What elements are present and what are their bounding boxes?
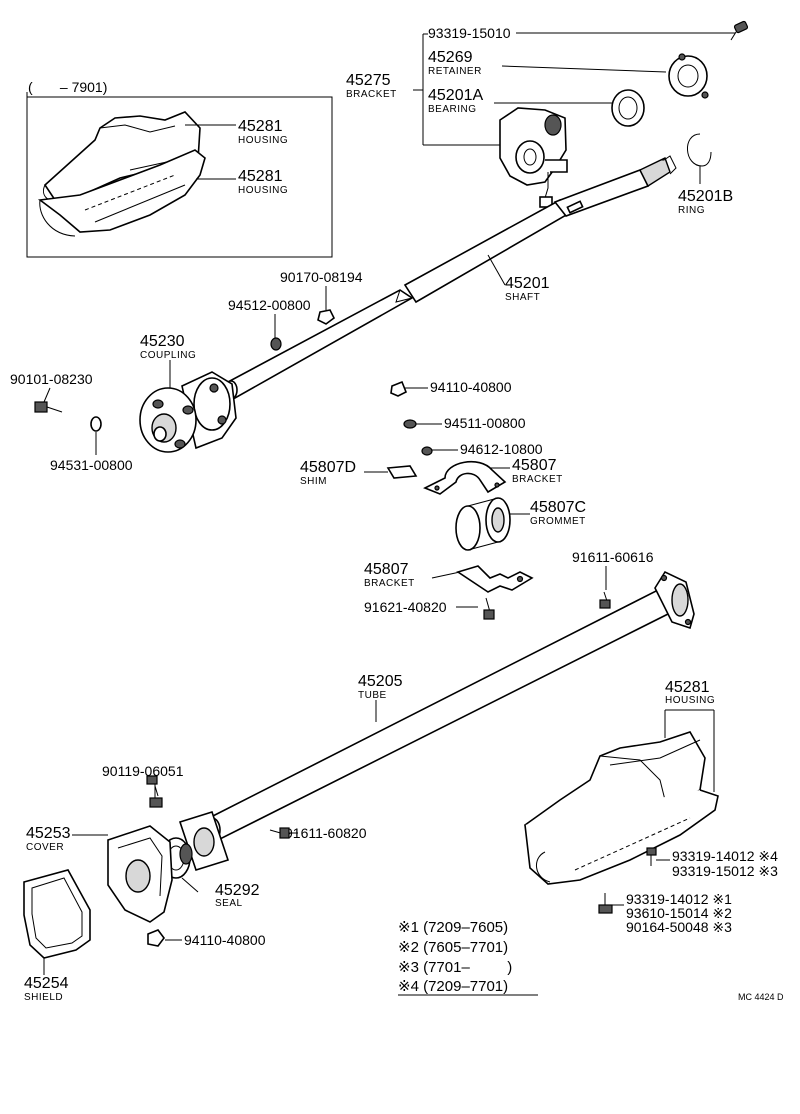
bracket-casting-drawing — [499, 107, 568, 208]
housing-lower-drawing — [37, 149, 206, 237]
label-housing-b: HOUSING — [238, 185, 288, 196]
nut-94531-drawing — [90, 416, 102, 432]
bracket-45807-lower-drawing — [456, 565, 534, 593]
label-45205: 45205 — [358, 673, 403, 690]
label-housing-c: HOUSING — [665, 695, 715, 706]
inset-date-range: ( – 7901) — [28, 79, 107, 95]
housing-lower-right-drawing — [523, 731, 719, 885]
label-45275: 45275 — [346, 72, 391, 89]
nut-94110-top-drawing — [390, 380, 408, 397]
inset-housing-box: ( – 7901) 45281 HOUSING 45281 HOUSING — [26, 79, 333, 258]
bolt-91621-drawing — [483, 597, 495, 620]
label-45807c: 45807C — [530, 499, 586, 516]
label-94512-00800: 94512-00800 — [228, 297, 311, 313]
label-45201a: 45201A — [428, 87, 483, 104]
bracket-45807-upper-drawing — [423, 461, 507, 495]
label-45254: 45254 — [24, 975, 69, 992]
label-45281-a: 45281 — [238, 118, 283, 135]
label-93319-14012-4: 93319-14012 ※4 — [672, 848, 778, 864]
date-legend: ※1 (7209–7605) ※2 (7605–7701) ※3 (7701– … — [398, 919, 538, 996]
screw-93319-15010-drawing — [730, 20, 749, 41]
washer-94612-drawing — [421, 446, 433, 456]
label-seal: SEAL — [215, 898, 243, 909]
diagram-code: MC 4424 D — [738, 992, 784, 1002]
label-90170-08194: 90170-08194 — [280, 269, 363, 285]
label-93319-14012-1: 93319-14012 ※1 — [626, 891, 732, 907]
bearing-drawing — [611, 89, 645, 127]
label-shield: SHIELD — [24, 992, 63, 1003]
legend-item-4: ※4 (7209–7701) — [398, 978, 508, 995]
ring-drawing — [687, 133, 712, 167]
label-bracket-b: BRACKET — [364, 578, 415, 589]
bracket-group: 45275 BRACKET 93319-15010 45269 RETAINER… — [346, 20, 749, 216]
label-45230: 45230 — [140, 333, 185, 350]
label-94531-00800: 94531-00800 — [50, 457, 133, 473]
retainer-drawing — [668, 53, 709, 99]
label-94612-10800: 94612-10800 — [460, 441, 543, 457]
steering-shaft-drawing — [224, 155, 677, 400]
label-bracket-top: BRACKET — [346, 89, 397, 100]
label-coupling: COUPLING — [140, 350, 196, 361]
label-45201: 45201 — [505, 275, 550, 292]
label-45807-a: 45807 — [512, 457, 557, 474]
label-90101-08230: 90101-08230 — [10, 371, 93, 387]
label-93319-15012-3: 93319-15012 ※3 — [672, 863, 778, 879]
label-ring: RING — [678, 205, 705, 216]
label-45807-b: 45807 — [364, 561, 409, 578]
bolt-91611-60616-drawing — [599, 591, 611, 609]
washer-94511-drawing — [403, 419, 417, 429]
label-91611-60820: 91611-60820 — [285, 825, 367, 841]
screw-93319-14012-drawing — [646, 847, 657, 866]
bolt-90119-drawing — [146, 775, 163, 808]
label-45269: 45269 — [428, 49, 473, 66]
label-grommet: GROMMET — [530, 516, 586, 527]
label-90164-50048-3: 90164-50048 ※3 — [626, 919, 732, 935]
label-94511-00800: 94511-00800 — [444, 415, 526, 431]
label-91611-60616: 91611-60616 — [572, 549, 654, 565]
coupling-drawing — [139, 371, 237, 453]
label-cover: COVER — [26, 842, 64, 853]
label-shim: SHIM — [300, 476, 327, 487]
shield-drawing — [23, 869, 91, 959]
label-45281-b: 45281 — [238, 168, 283, 185]
legend-item-3: ※3 (7701– ) — [398, 959, 512, 976]
label-90119-06051: 90119-06051 — [102, 763, 184, 779]
label-retainer: RETAINER — [428, 66, 482, 77]
shim-drawing — [386, 465, 418, 479]
label-45253: 45253 — [26, 825, 71, 842]
label-94110-40800-bot: 94110-40800 — [184, 932, 266, 948]
nut-90170-drawing — [317, 309, 336, 325]
bolt-91611-60820-drawing — [269, 827, 290, 839]
label-bearing: BEARING — [428, 104, 477, 115]
cover-drawing — [107, 825, 173, 923]
washer-94512-drawing — [270, 337, 282, 351]
bolt-90101-drawing — [34, 401, 63, 413]
label-housing-a: HOUSING — [238, 135, 288, 146]
screw-93319-set-drawing — [598, 893, 613, 914]
label-tube: TUBE — [358, 690, 387, 701]
grommet-drawing — [455, 497, 511, 551]
label-94110-40800-top: 94110-40800 — [430, 379, 512, 395]
nut-94110-bot-drawing — [147, 929, 165, 947]
label-45807d: 45807D — [300, 459, 356, 476]
label-45292: 45292 — [215, 882, 260, 899]
legend-item-2: ※2 (7605–7701) — [398, 939, 508, 956]
label-93610-15014-2: 93610-15014 ※2 — [626, 905, 732, 921]
legend-item-1: ※1 (7209–7605) — [398, 919, 508, 936]
label-45201b: 45201B — [678, 188, 733, 205]
label-91621-40820: 91621-40820 — [364, 599, 447, 615]
label-45281-c: 45281 — [665, 679, 710, 696]
label-shaft: SHAFT — [505, 292, 540, 303]
label-93319-15010: 93319-15010 — [428, 25, 511, 41]
label-bracket-a: BRACKET — [512, 474, 563, 485]
